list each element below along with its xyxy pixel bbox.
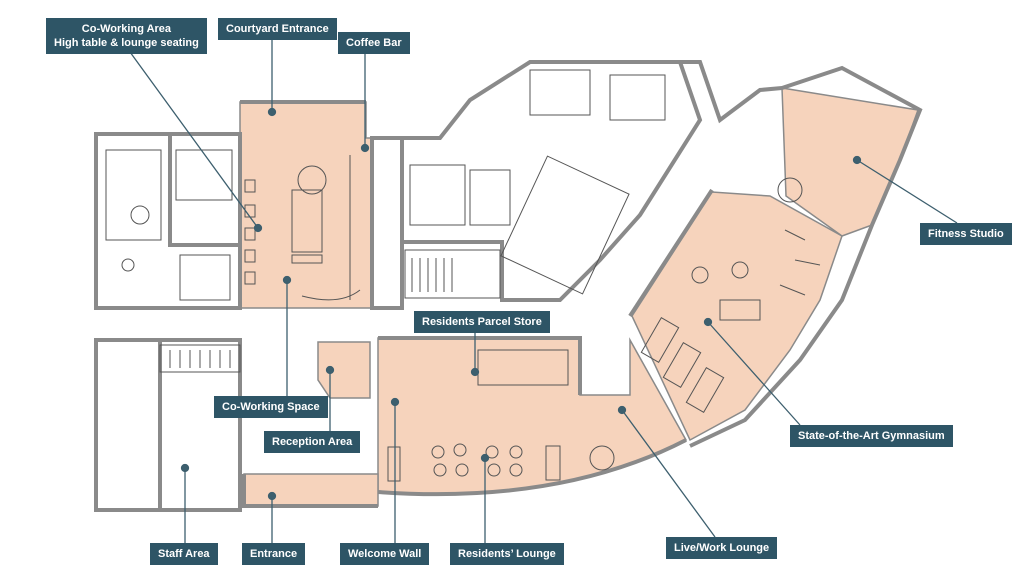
interior-linework (105, 69, 821, 482)
amenity-zones (239, 87, 920, 507)
label-co-working-area: Co-Working Area High table & lounge seat… (46, 18, 207, 54)
label-courtyard-entrance: Courtyard Entrance (218, 18, 337, 40)
leader-lines (129, 40, 958, 544)
gymnasium-zone (631, 191, 843, 442)
label-entrance: Entrance (242, 543, 306, 565)
co-working-zone (239, 101, 373, 309)
label-live-work-lounge: Live/Work Lounge (666, 537, 778, 559)
label-welcome-wall: Welcome Wall (340, 543, 430, 565)
label-residents-lounge: Residents’ Lounge (450, 543, 564, 565)
entrance-zone (243, 473, 379, 507)
label-reception-area: Reception Area (264, 431, 361, 453)
label-residents-parcel-store: Residents Parcel Store (414, 311, 550, 333)
walls (94, 60, 923, 512)
lounge-zone (377, 337, 688, 495)
label-coffee-bar: Coffee Bar (338, 32, 410, 54)
label-fitness-studio: Fitness Studio (920, 223, 1012, 245)
label-staff-area: Staff Area (150, 543, 218, 565)
reception-zone (317, 341, 371, 399)
label-co-working-space: Co-Working Space (214, 396, 328, 418)
label-state-of-the-art-gymnasium: State-of-the-Art Gymnasium (790, 425, 953, 447)
